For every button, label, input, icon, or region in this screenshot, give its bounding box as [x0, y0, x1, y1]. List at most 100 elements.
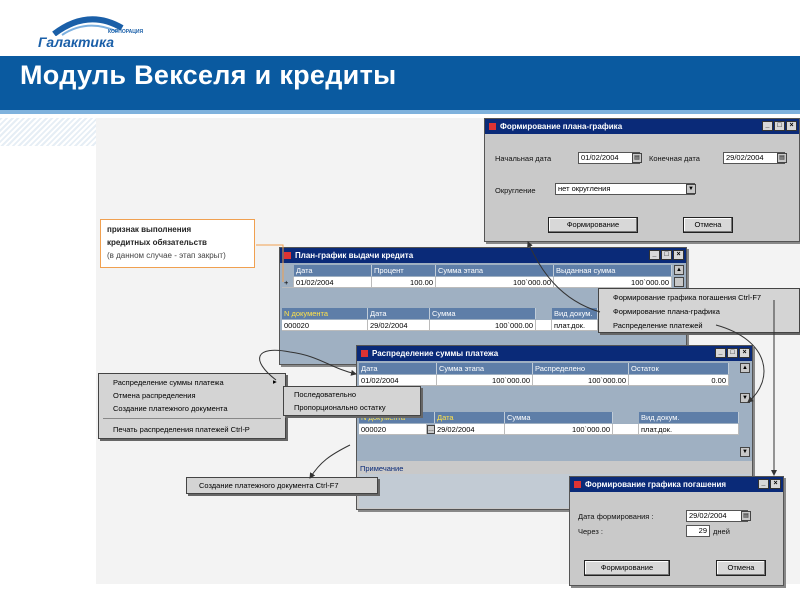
- days-label: дней: [713, 527, 730, 536]
- menu-item-payment-distribution[interactable]: Распределение платежей: [613, 321, 703, 330]
- col-header-doc-num[interactable]: N документа: [282, 308, 368, 319]
- maximize-button[interactable]: □: [661, 250, 672, 260]
- table-cell[interactable]: [536, 320, 552, 331]
- table-cell[interactable]: 100`000.00: [505, 424, 613, 435]
- repay-ok-button[interactable]: Формирование: [584, 560, 670, 576]
- menu-item-cancel-distribution[interactable]: Отмена распределения: [113, 391, 196, 400]
- table-cell[interactable]: 100.00: [372, 277, 436, 288]
- minimize-button[interactable]: _: [715, 348, 726, 358]
- col-header-distributed[interactable]: Распределено: [533, 363, 629, 374]
- end-date-label: Конечная дата: [649, 154, 700, 163]
- col-header-percent[interactable]: Процент: [372, 265, 436, 276]
- col-header-doc-date[interactable]: Дата: [435, 412, 505, 423]
- table-cell[interactable]: 100`000.00: [437, 375, 533, 386]
- scroll-thumb[interactable]: [674, 277, 684, 287]
- table-cell[interactable]: [613, 424, 639, 435]
- credit-window-titlebar[interactable]: План-график выдачи кредита _ □ ×: [280, 248, 686, 263]
- col-header-rest[interactable]: Остаток: [629, 363, 729, 374]
- table-cell[interactable]: 000020: [359, 424, 427, 435]
- plan-dialog-title: Формирование плана-графика: [500, 122, 623, 131]
- close-button[interactable]: ×: [739, 348, 750, 358]
- callout-line-1: признак выполнения: [107, 225, 192, 234]
- start-date-label: Начальная дата: [495, 154, 552, 163]
- note-label: Примечание: [360, 464, 404, 473]
- table-cell[interactable]: 0.00: [629, 375, 729, 386]
- table-cell[interactable]: 01/02/2004: [359, 375, 437, 386]
- end-date-field[interactable]: 29/02/2004: [723, 152, 785, 164]
- page-title: Модуль Векселя и кредиты: [20, 60, 397, 90]
- lookup-icon[interactable]: …: [427, 425, 435, 434]
- submenu-item-proportional[interactable]: Пропорционально остатку: [294, 403, 386, 412]
- plan-ok-button[interactable]: Формирование: [548, 217, 638, 233]
- minimize-button[interactable]: _: [649, 250, 660, 260]
- submenu-arrow-icon: ▸: [273, 377, 277, 386]
- distribution-window-titlebar[interactable]: Распределение суммы платежа _ □ ×: [357, 346, 752, 361]
- close-button[interactable]: ×: [770, 479, 781, 489]
- table-cell[interactable]: плат.док.: [639, 424, 739, 435]
- formation-date-label: Дата формирования :: [578, 512, 654, 521]
- table-cell[interactable]: 01/02/2004: [294, 277, 372, 288]
- menu-item-create-doc-ctrl[interactable]: Создание платежного документа Ctrl-F7: [199, 481, 339, 490]
- plan-cancel-button[interactable]: Отмена: [683, 217, 733, 233]
- submenu: Последовательно Пропорционально остатку: [283, 386, 421, 416]
- table-cell[interactable]: 29/02/2004: [435, 424, 505, 435]
- menu-item-plan-schedule[interactable]: Формирование плана-графика: [613, 307, 720, 316]
- col-header-doc-type[interactable]: Вид докум.: [639, 412, 739, 423]
- repay-cancel-button[interactable]: Отмена: [716, 560, 766, 576]
- distribution-window-title: Распределение суммы платежа: [372, 349, 499, 358]
- table-cell[interactable]: 29/02/2004: [368, 320, 430, 331]
- rounding-select[interactable]: нет округления: [555, 183, 695, 195]
- context-menu-left: Распределение суммы платежа ▸ Отмена рас…: [98, 373, 286, 439]
- calendar-icon[interactable]: ▤: [777, 153, 787, 163]
- table-cell[interactable]: 000020: [282, 320, 368, 331]
- menu-item-print-distribution[interactable]: Печать распределения платежей Ctrl-P: [113, 425, 250, 434]
- credit-window-title: План-график выдачи кредита: [295, 251, 414, 260]
- minimize-button[interactable]: _: [762, 121, 773, 131]
- table-cell[interactable]: 100`000.00: [430, 320, 536, 331]
- submenu-item-sequential[interactable]: Последовательно: [294, 390, 357, 399]
- table-cell[interactable]: плат.док.: [552, 320, 598, 331]
- through-label: Через :: [578, 527, 603, 536]
- window-icon: [361, 350, 368, 357]
- callout-line-3: (в данном случае - этап закрыт): [107, 251, 226, 260]
- days-field[interactable]: 29: [686, 525, 710, 537]
- repay-dialog-titlebar[interactable]: Формирование графика погашения _ ×: [570, 477, 783, 492]
- logo-name: Галактика: [38, 34, 115, 50]
- maximize-button[interactable]: □: [774, 121, 785, 131]
- menu-item-distribute-sum[interactable]: Распределение суммы платежа: [113, 378, 224, 387]
- chevron-down-icon[interactable]: ▼: [686, 184, 696, 194]
- close-button[interactable]: ×: [673, 250, 684, 260]
- close-button[interactable]: ×: [786, 121, 797, 131]
- scroll-up-icon[interactable]: ▲: [740, 363, 750, 373]
- calendar-icon[interactable]: ▤: [741, 511, 751, 521]
- menu-item-create-doc[interactable]: Создание платежного документа: [113, 404, 228, 413]
- col-header-doc-sum[interactable]: Сумма: [430, 308, 536, 319]
- formation-date-field[interactable]: 29/02/2004: [686, 510, 748, 522]
- calendar-icon[interactable]: ▤: [632, 153, 642, 163]
- scroll-down-icon[interactable]: ▼: [740, 393, 750, 403]
- callout-note: признак выполнения кредитных обязательст…: [100, 219, 255, 268]
- col-header-doc-sum[interactable]: Сумма: [505, 412, 613, 423]
- scroll-down-icon[interactable]: ▼: [740, 447, 750, 457]
- col-header-doc-date[interactable]: Дата: [368, 308, 430, 319]
- scroll-up-icon[interactable]: ▲: [674, 265, 684, 275]
- start-date-field[interactable]: 01/02/2004: [578, 152, 640, 164]
- col-header-doc-num[interactable]: N документа: [359, 412, 435, 423]
- plan-dialog-titlebar[interactable]: Формирование плана-графика _ □ ×: [485, 119, 799, 134]
- table-cell[interactable]: 100`000.00: [436, 277, 554, 288]
- col-header-date[interactable]: Дата: [359, 363, 437, 374]
- maximize-button[interactable]: □: [727, 348, 738, 358]
- table-cell[interactable]: 100`000.00: [533, 375, 629, 386]
- minimize-button[interactable]: _: [758, 479, 769, 489]
- col-header-issued[interactable]: Выданная сумма: [554, 265, 672, 276]
- create-doc-menu: Создание платежного документа Ctrl-F7: [186, 477, 378, 494]
- col-header-doc-type[interactable]: Вид докум.: [552, 308, 598, 319]
- menu-item-repay-schedule[interactable]: Формирование графика погашения Ctrl-F7: [613, 293, 762, 302]
- logo: КОРПОРАЦИЯ Галактика: [0, 0, 160, 56]
- context-menu-right: Формирование графика погашения Ctrl-F7 Ф…: [598, 288, 800, 333]
- col-header-stage-sum[interactable]: Сумма этапа: [436, 265, 554, 276]
- col-header-stage-sum[interactable]: Сумма этапа: [437, 363, 533, 374]
- table-cell[interactable]: 100`000.00: [554, 277, 672, 288]
- col-header-date[interactable]: Дата: [294, 265, 372, 276]
- row-mark: +: [282, 277, 294, 288]
